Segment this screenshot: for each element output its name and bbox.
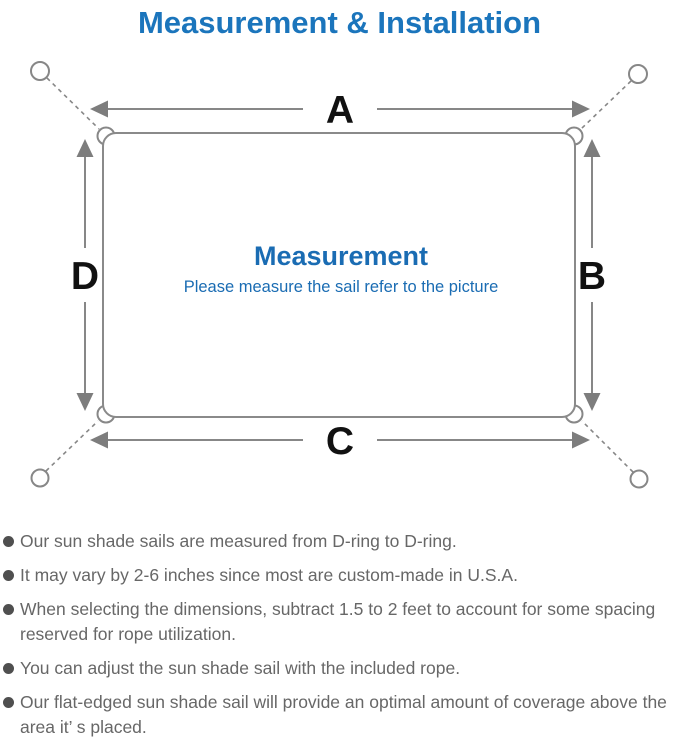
sail-measurement-svg: A B C D Measurement Please measure the s… bbox=[30, 61, 649, 489]
note-text: It may vary by 2-6 inches since most are… bbox=[20, 565, 518, 585]
list-item: When selecting the dimensions, subtract … bbox=[3, 597, 675, 647]
dimension-label-d: D bbox=[71, 255, 99, 298]
diagram-center-subtitle: Please measure the sail refer to the pic… bbox=[184, 278, 499, 296]
measurement-diagram: A B C D Measurement Please measure the s… bbox=[0, 50, 679, 510]
page-title: Measurement & Installation bbox=[137, 5, 542, 40]
bullet-icon bbox=[3, 697, 14, 708]
dimension-label-a: A bbox=[326, 89, 354, 132]
guy-line-bottom-left bbox=[45, 420, 99, 472]
list-item: Our flat-edged sun shade sail will provi… bbox=[3, 690, 675, 739]
anchor-point-icon-top-left bbox=[30, 61, 50, 81]
guy-line-bottom-right bbox=[581, 420, 634, 473]
note-text: Our flat-edged sun shade sail will provi… bbox=[20, 692, 667, 737]
dimension-arrow-a bbox=[90, 100, 590, 118]
anchor-point-icon-bottom-right bbox=[629, 469, 649, 489]
note-text: You can adjust the sun shade sail with t… bbox=[20, 658, 461, 678]
diagram-center-title: Measurement bbox=[254, 241, 428, 271]
note-text: Our sun shade sails are measured from D-… bbox=[20, 531, 457, 551]
guy-line-top-right bbox=[580, 80, 632, 130]
list-item: You can adjust the sun shade sail with t… bbox=[3, 656, 675, 681]
notes-list: Our sun shade sails are measured from D-… bbox=[3, 529, 675, 739]
dimension-arrow-b bbox=[583, 139, 601, 411]
dimension-label-c: C bbox=[326, 420, 354, 463]
guy-line-top-left bbox=[46, 77, 100, 130]
bullet-icon bbox=[3, 536, 14, 547]
list-item: It may vary by 2-6 inches since most are… bbox=[3, 563, 675, 588]
sail-outline bbox=[102, 132, 576, 418]
list-item: Our sun shade sails are measured from D-… bbox=[3, 529, 675, 554]
dimension-arrow-c bbox=[90, 431, 590, 449]
anchor-point-icon-bottom-left bbox=[30, 468, 50, 488]
anchor-point-icon-top-right bbox=[628, 64, 648, 84]
bullet-icon bbox=[3, 604, 14, 615]
bullet-icon bbox=[3, 570, 14, 581]
bullet-icon bbox=[3, 663, 14, 674]
note-text: When selecting the dimensions, subtract … bbox=[20, 599, 656, 644]
dimension-label-b: B bbox=[578, 255, 606, 298]
dimension-arrow-d bbox=[76, 139, 94, 411]
